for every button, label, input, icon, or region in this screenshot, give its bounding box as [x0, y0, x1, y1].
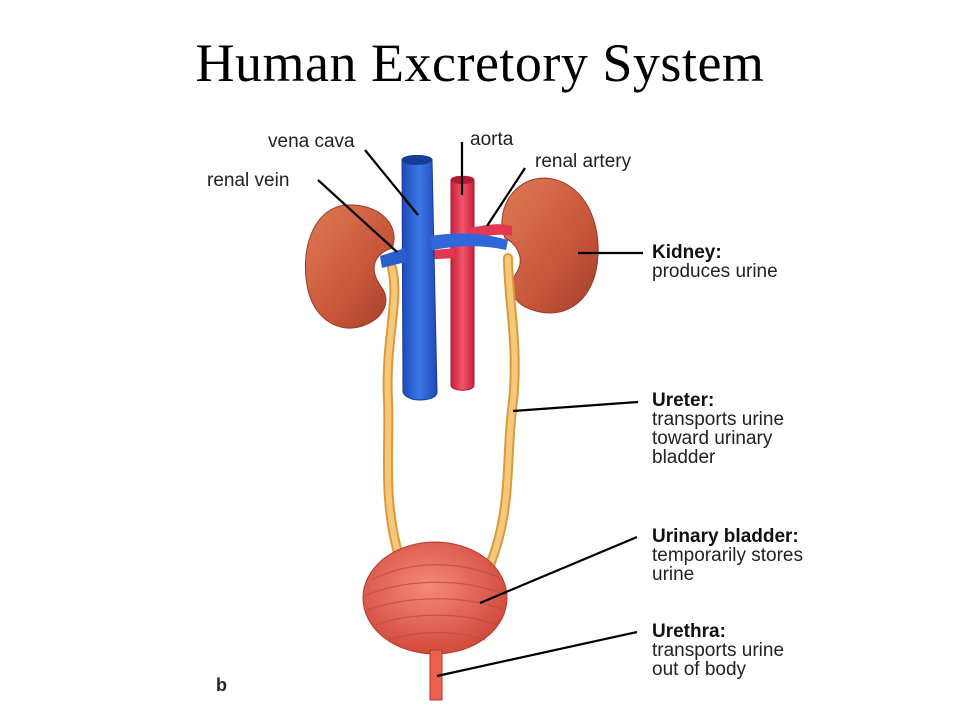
label-bladder-name: Urinary bladder:	[652, 526, 799, 547]
urinary-bladder	[362, 541, 508, 655]
label-renal-vein: renal vein	[207, 170, 290, 191]
label-ureter-desc-1: transports urine	[652, 409, 785, 430]
label-ureter-desc-3: bladder	[652, 447, 716, 468]
label-ureter: Ureter: transports urine toward urinary …	[652, 391, 784, 467]
left-ureter-fill	[384, 265, 403, 563]
label-urethra-desc-2: out of body	[652, 659, 747, 680]
aorta-vessel	[450, 175, 475, 391]
renal-vein-vessel	[380, 248, 406, 268]
leader-vena-cava	[364, 149, 419, 216]
label-vena-cava: vena cava	[268, 131, 355, 152]
right-kidney	[501, 177, 599, 314]
label-urethra-desc-1: transports urine	[652, 640, 785, 661]
label-ureter-name: Ureter:	[652, 390, 715, 411]
urethra-tube	[429, 649, 443, 701]
label-bladder-desc-2: urine	[652, 564, 695, 585]
leader-bladder	[479, 535, 638, 605]
label-urethra: Urethra: transports urine out of body	[652, 622, 784, 679]
label-kidney-name: Kidney:	[652, 242, 722, 263]
leader-urethra	[436, 630, 638, 678]
label-renal-artery: renal artery	[535, 151, 632, 172]
label-kidney: Kidney: produces urine	[652, 243, 778, 281]
panel-letter: b	[216, 675, 227, 695]
leader-ureter	[512, 400, 639, 413]
diagram-title: Human Excretory System	[195, 33, 765, 93]
label-ureter-desc-2: toward urinary	[652, 428, 773, 449]
label-aorta: aorta	[470, 129, 514, 150]
leader-renal-artery	[486, 167, 526, 227]
right-renal-vein-vessel	[430, 233, 508, 250]
label-urethra-name: Urethra:	[652, 621, 726, 642]
vena-cava-vessel	[401, 155, 438, 401]
right-ureter-fill	[487, 255, 518, 568]
label-urinary-bladder: Urinary bladder: temporarily stores urin…	[652, 527, 803, 584]
label-kidney-desc: produces urine	[652, 261, 778, 282]
label-bladder-desc-1: temporarily stores	[652, 545, 803, 566]
leader-renal-vein	[317, 179, 398, 253]
left-kidney	[304, 204, 395, 329]
